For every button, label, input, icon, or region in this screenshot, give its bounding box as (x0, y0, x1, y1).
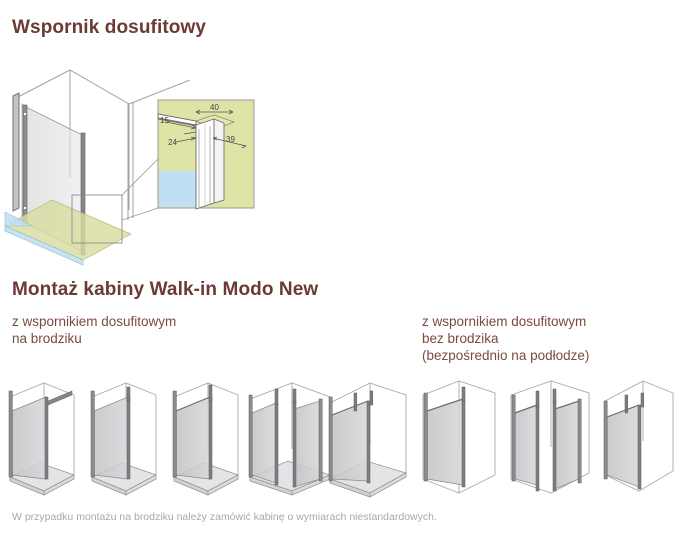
support-pole-b (640, 392, 645, 408)
dimension-label-15: 15 (160, 116, 169, 125)
dimension-15 (165, 121, 197, 130)
cabin-row-on-tray (0, 375, 410, 503)
glass-panel-left (251, 402, 277, 484)
cabin-variant-3 (172, 382, 239, 496)
panel-edge-profile (126, 396, 131, 480)
subtitle-left-group: z wspornikiem dosufitowym na brodziku (12, 313, 176, 347)
ceiling-support-diagram: 40 15 24 (0, 60, 270, 266)
glass-panel (426, 398, 464, 486)
panel-top-edge (426, 398, 464, 412)
subtitle-right-line3: (bezpośrednio na podłodze) (422, 348, 590, 363)
wall-profile-left (22, 104, 28, 226)
support-pole-a (624, 394, 629, 414)
dimension-label-39: 39 (226, 135, 235, 144)
dimension-24 (175, 131, 197, 143)
panel-edge-profile-right (292, 400, 297, 488)
support-pole-left (274, 388, 279, 406)
wall-post-right (318, 398, 323, 482)
panel-edge-profile-left (535, 404, 540, 492)
dimension-40 (195, 109, 234, 115)
panel-edge-profile-left (274, 402, 279, 486)
section-title-installation: Montaż kabiny Walk-in Modo New (12, 279, 319, 300)
support-pole-b (369, 390, 374, 406)
glass-panel-right (554, 400, 580, 490)
enclosure-outline (510, 380, 590, 494)
wall-post (603, 400, 608, 480)
wall-post (328, 396, 333, 482)
cabin-variant-2 (90, 382, 157, 496)
panel-edge-profile (44, 396, 49, 480)
cabin-row-on-floor (415, 375, 677, 503)
panel-edge-profile-right (552, 400, 557, 492)
floor-cabin-variant-1 (422, 380, 496, 494)
glass-panel-left (514, 404, 538, 486)
panel-edge-profile (637, 404, 642, 490)
right-wall-post (127, 102, 134, 220)
subtitle-right-line1: z wspornikiem dosufitowym (422, 314, 587, 329)
cabin-variant-4 (248, 382, 332, 496)
panel-edge-profile (366, 400, 371, 484)
panel-top-edge (175, 396, 211, 412)
panel-top-edge (331, 400, 369, 416)
panel-top-edge-right (554, 400, 580, 410)
glass-panel-right (293, 400, 321, 488)
wall-post (8, 390, 13, 478)
glass-panel (93, 396, 129, 480)
wall-post (423, 392, 428, 482)
footnote-text: W przypadku montażu na brodziku należy z… (12, 511, 437, 523)
page-title: Wspornik dosufitowy (12, 17, 207, 38)
wall-post-left (248, 394, 253, 478)
support-pole (126, 386, 131, 402)
subtitle-right-group: z wspornikiem dosufitowym bez brodzika (… (422, 313, 589, 364)
wall-post (90, 390, 95, 478)
floor-cabin-variant-2 (510, 380, 590, 494)
cabin-variant-1 (8, 382, 75, 496)
wall-post-left (511, 394, 516, 482)
wall-post (172, 390, 177, 478)
glass-panel (11, 396, 47, 480)
callout-leader-lines (121, 158, 159, 221)
cabin-variant-5 (328, 382, 408, 498)
support-pole-right (552, 388, 557, 404)
shower-tray-blue-left (4, 211, 33, 227)
subtitle-right-line2: bez brodzika (422, 331, 499, 346)
support-pole-right (292, 388, 297, 404)
floor-cabin-variant-3 (603, 380, 674, 492)
glass-panel (606, 404, 640, 488)
detail-panel: 40 15 24 (157, 99, 255, 210)
wall-post-right (577, 398, 582, 484)
support-pole (208, 384, 213, 402)
support-pole (461, 386, 466, 402)
callout-source-box (71, 194, 123, 244)
panel-top-edge (606, 404, 640, 418)
dimension-label-24: 24 (168, 138, 177, 147)
support-pole-left (535, 390, 540, 408)
panel-top-edge-left (514, 404, 538, 414)
detail-glass-edge (198, 126, 211, 208)
dimension-label-40: 40 (210, 103, 219, 112)
subtitle-left-line1: z wspornikiem dosufitowym (12, 314, 177, 329)
left-wall-post (12, 92, 20, 212)
support-pole-a (353, 392, 358, 412)
subtitle-left-line2: na brodziku (12, 331, 82, 346)
shower-tray-blue (4, 225, 84, 266)
panel-edge-profile (208, 396, 213, 480)
dimension-39 (212, 136, 247, 149)
return-arm (47, 390, 73, 406)
panel-edge-profile (461, 398, 466, 488)
